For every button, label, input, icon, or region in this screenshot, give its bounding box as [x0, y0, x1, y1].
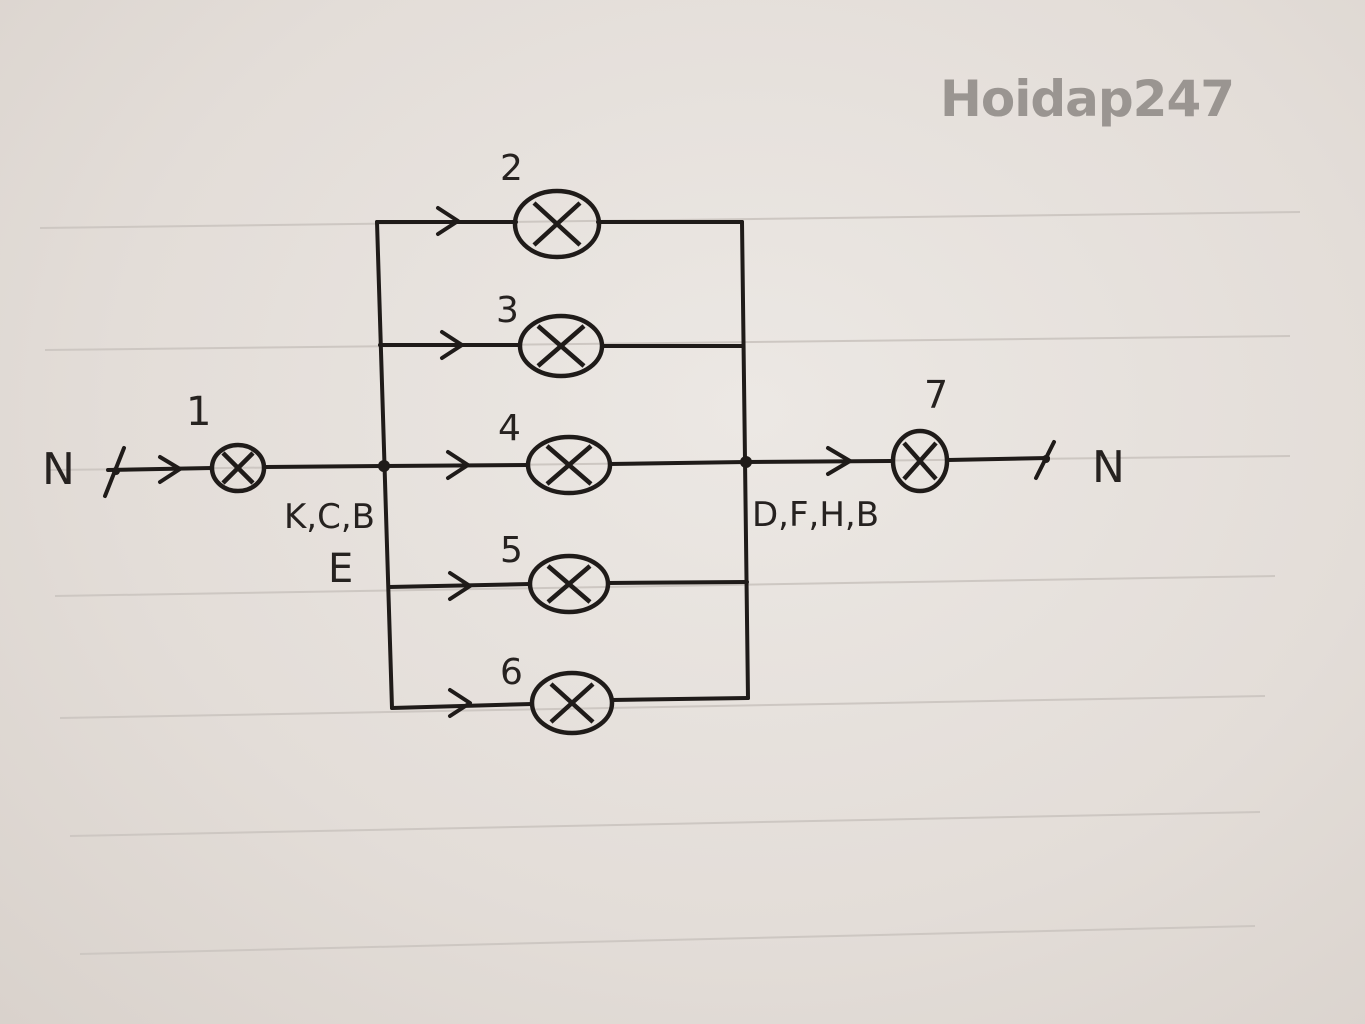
arrow-branch-2 [436, 206, 460, 236]
lamp-1-label: 1 [186, 389, 211, 435]
terminal-left-label: N [42, 444, 75, 495]
lamp-2-label: 2 [500, 148, 523, 189]
right-node-label: D,F,H,B [752, 495, 879, 535]
lamp-4-label: 4 [498, 408, 521, 449]
left-node-label: K,C,B [284, 497, 375, 537]
lamp-3-symbol [517, 313, 605, 379]
lamp-5-symbol [527, 553, 611, 615]
lamp-7-symbol [890, 428, 950, 494]
arrow-branch-3 [440, 330, 464, 360]
arrow-branch-4 [446, 450, 470, 480]
current-arrows [158, 206, 852, 718]
switch-marks [103, 440, 1056, 498]
wires [106, 220, 1050, 710]
lamp-1-symbol [209, 442, 267, 494]
right-junction-dot [740, 456, 752, 468]
junctions [378, 456, 752, 472]
lamp-4-symbol [525, 434, 613, 496]
left-junction-dot [378, 460, 390, 472]
arrow-input [158, 455, 182, 484]
terminal-right-label: N [1092, 442, 1125, 493]
lamp-6-label: 6 [500, 652, 523, 693]
arrow-output [826, 446, 852, 476]
watermark-logo: Hoidap247 [940, 70, 1235, 128]
arrow-branch-6 [448, 688, 472, 718]
lamp-2-symbol [512, 188, 602, 260]
left-node-label-2: E [328, 546, 353, 592]
lamp-5-label: 5 [500, 530, 523, 571]
lamp-3-label: 3 [496, 290, 519, 331]
lamp-6-symbol [529, 670, 615, 736]
lamp-7-label: 7 [924, 373, 948, 417]
arrow-branch-5 [448, 571, 472, 601]
